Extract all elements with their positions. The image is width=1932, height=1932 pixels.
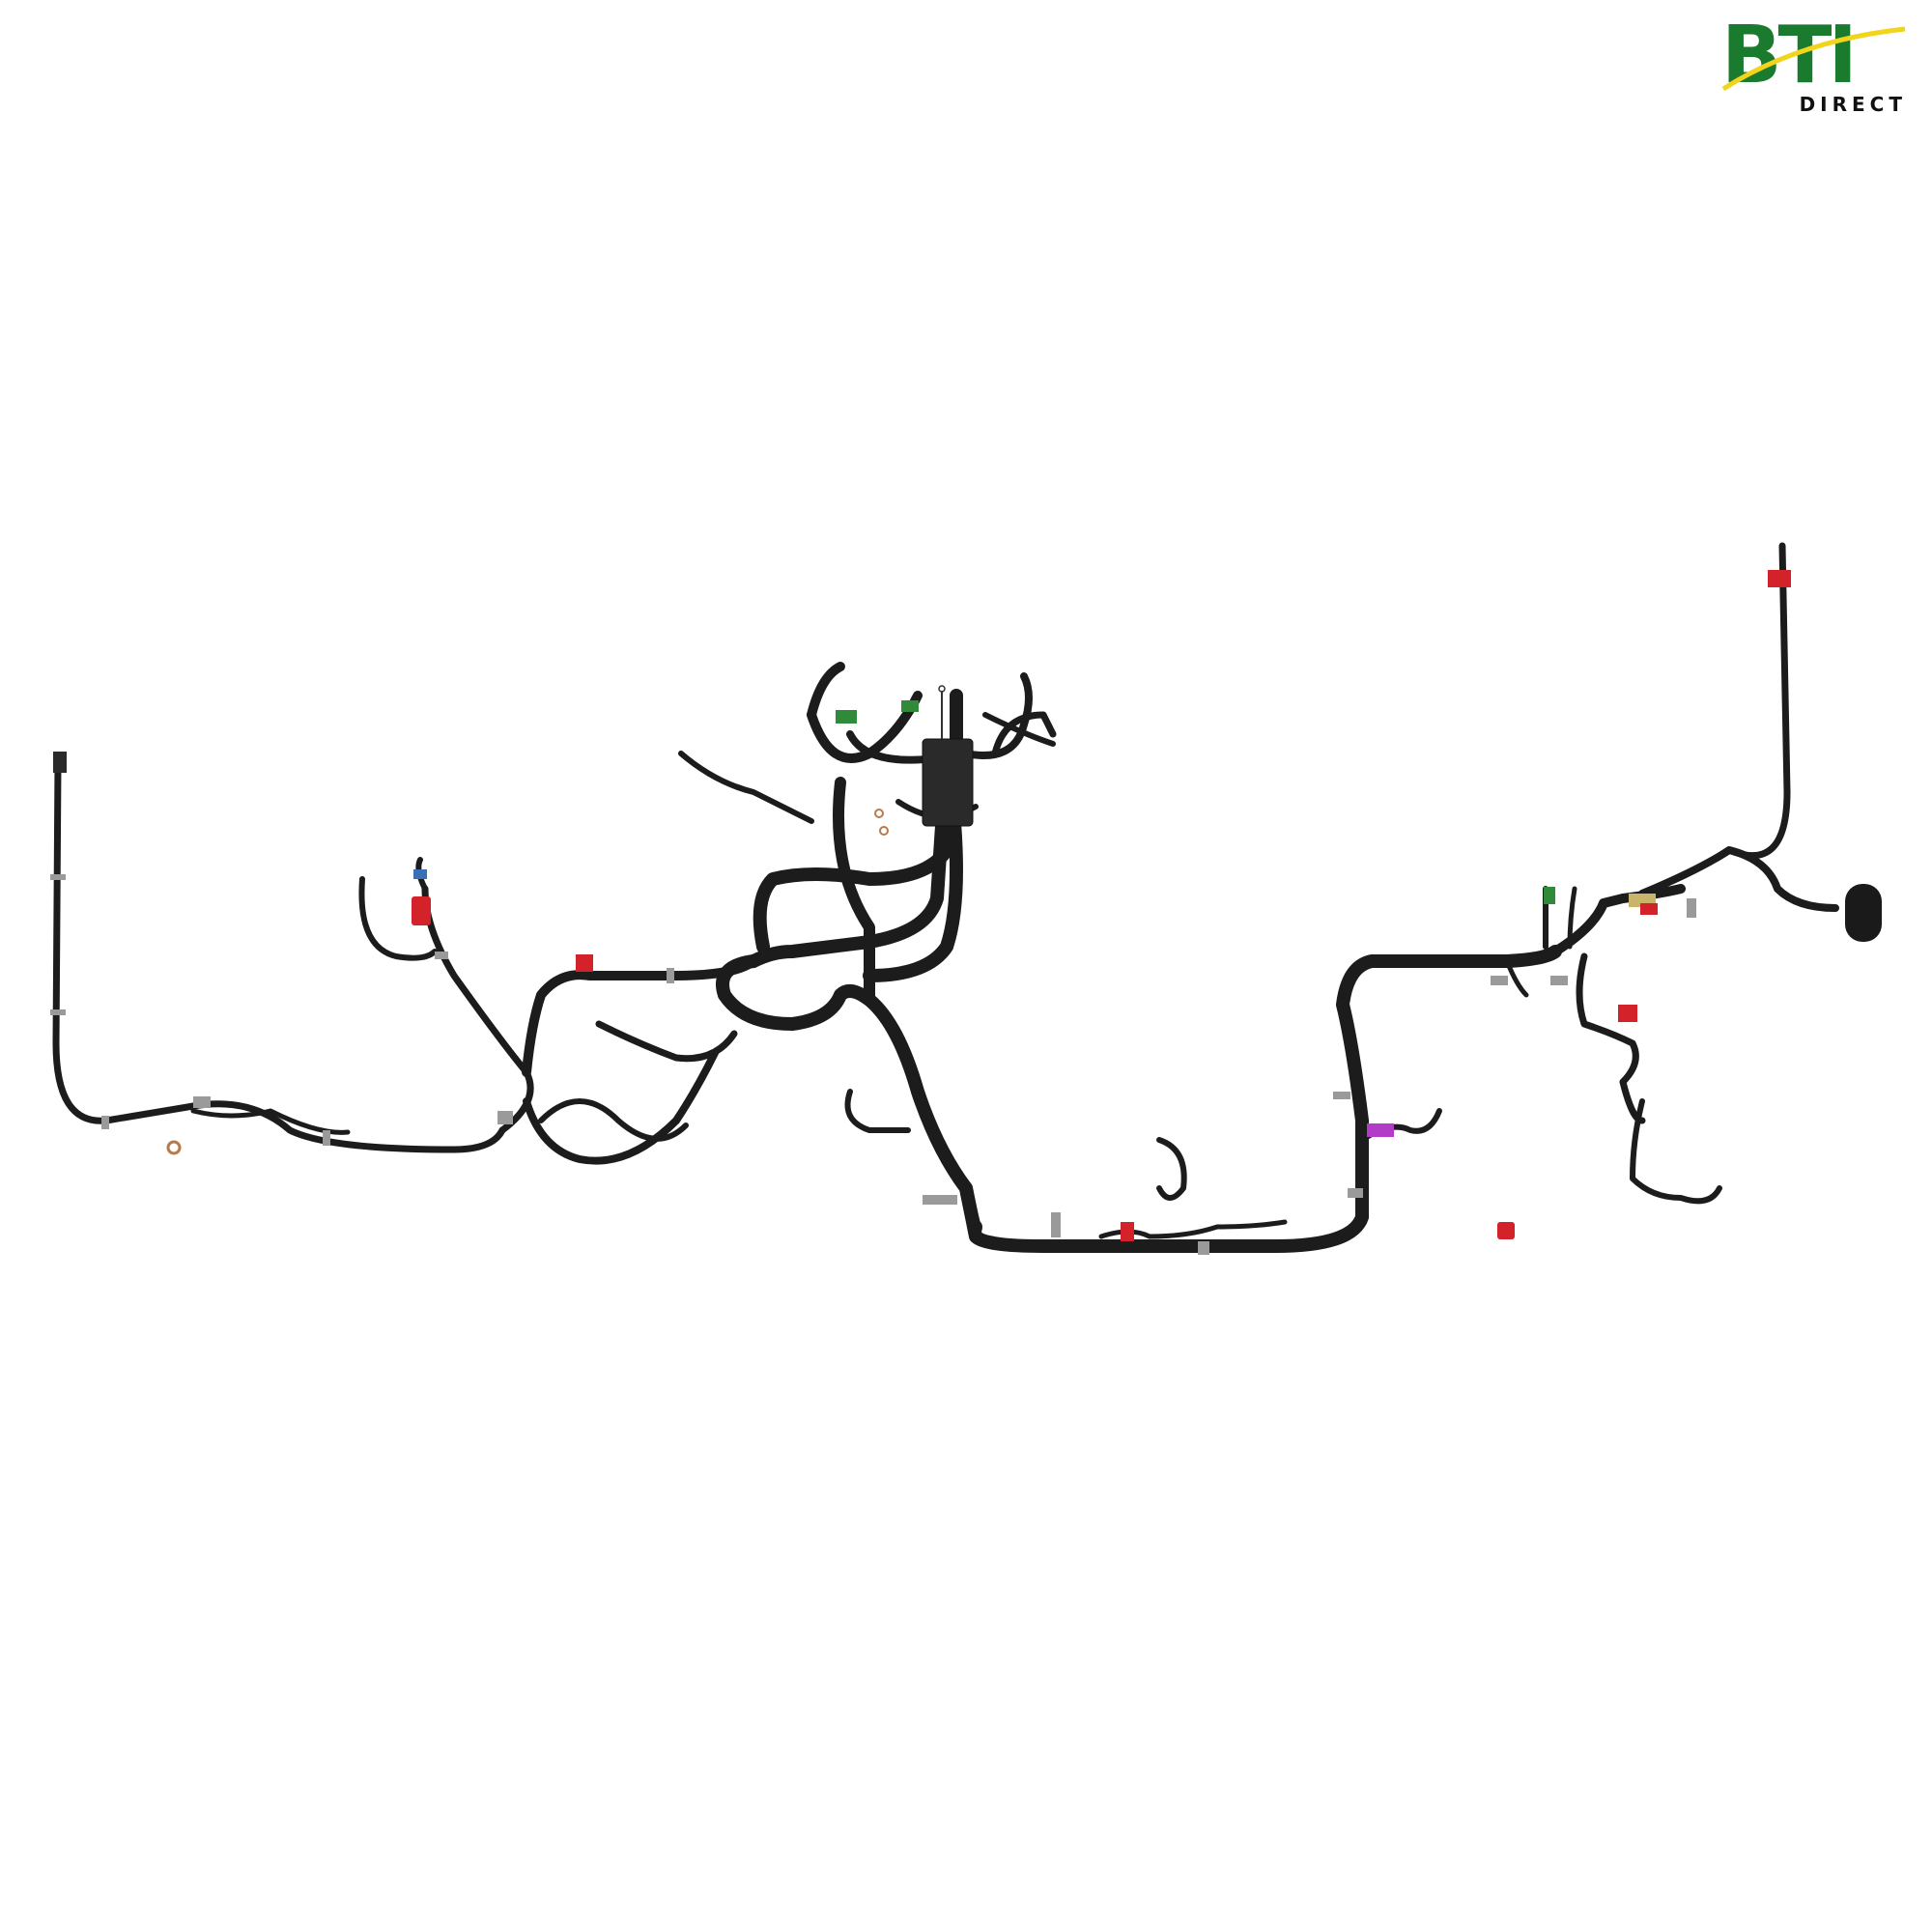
logo-swoosh-icon — [1721, 26, 1906, 92]
logo-sub-text: DIRECT — [1799, 93, 1907, 116]
mounting-clips — [50, 874, 1696, 1255]
control-module — [922, 685, 974, 827]
connectors — [53, 570, 1882, 1241]
bti-direct-logo: BTI DIRECT — [1721, 16, 1911, 118]
